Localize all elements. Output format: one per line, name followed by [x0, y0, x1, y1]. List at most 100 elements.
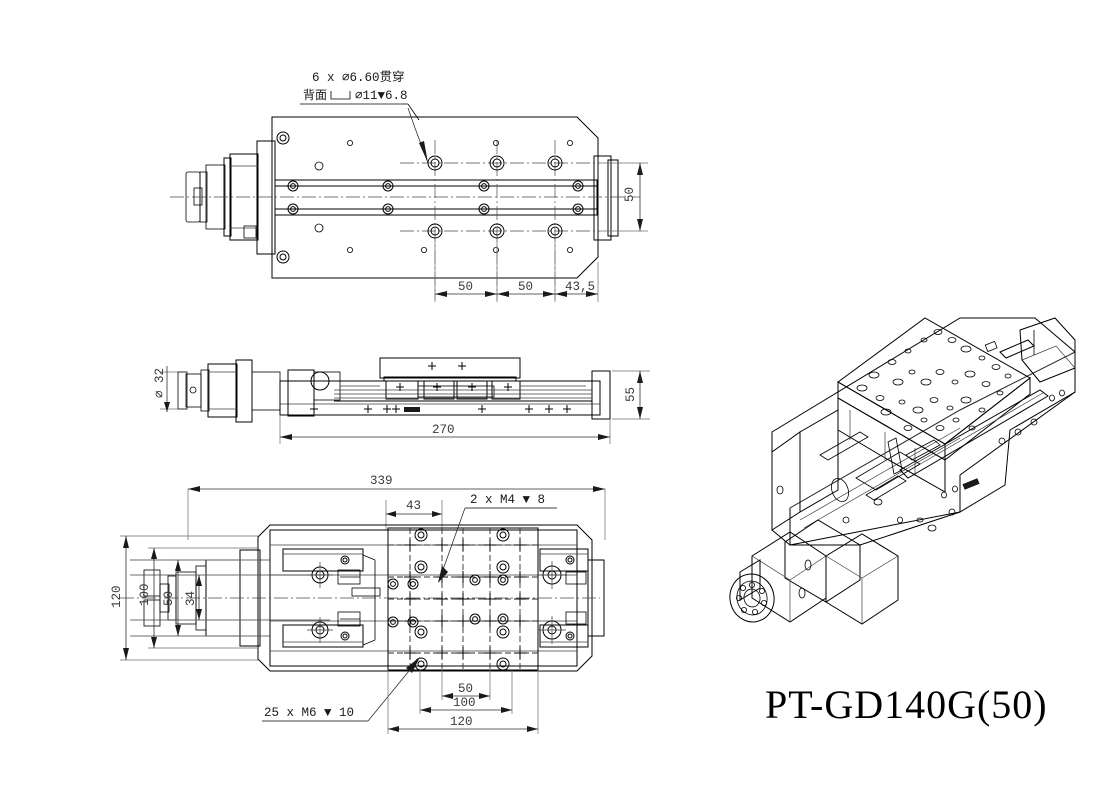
bottom-view-bracket-b: [143, 599, 161, 627]
front-view-adapter: [251, 371, 281, 411]
bot-dim-120-left: 120: [110, 585, 124, 608]
h100-arrow-r: [501, 707, 512, 713]
note-hole-thru-line2: ⌀11▼6.8: [355, 89, 408, 103]
note-m4-arrowhead: [438, 566, 448, 583]
bot-dim-50-left: 50: [162, 591, 176, 606]
v120-arrow-t: [123, 536, 129, 548]
bottom-view-counterbores: [387, 528, 510, 671]
top-view-right-cap: [607, 159, 619, 237]
bot-dim-50-bottom: 50: [458, 682, 473, 696]
arrow-50b-r: [543, 291, 555, 297]
v120-arrow-b: [123, 648, 129, 660]
iso-linear-rail: [899, 389, 1049, 479]
note-hole-thru-line1: 6 x ⌀6.60贯穿: [312, 69, 405, 85]
front-view-carriage-plate: [379, 357, 521, 379]
bottom-view-slot-left-bottom: [282, 624, 364, 648]
front-view-motor-can: [185, 373, 202, 408]
top-view-vertical-dim-50: 50: [598, 162, 648, 232]
d270-arrow-r: [598, 434, 610, 440]
front-dim-55-group: 55: [612, 370, 650, 420]
d339-arrow-l: [188, 486, 200, 492]
v50-arrow-t: [175, 560, 181, 571]
bottom-view-vertical-dims: 120 100 50 34: [110, 535, 258, 661]
v50-arrow-b: [175, 625, 181, 636]
d55-arrow-t: [637, 371, 643, 383]
arrow-50b-l: [497, 291, 509, 297]
bottom-view-slot-bolts: [340, 555, 575, 641]
d339-arrow-r: [593, 486, 605, 492]
iso-motor-cap: [739, 559, 761, 601]
note-m6: 25 x M6 ▼ 10: [264, 706, 354, 720]
note-m4-leader: [439, 507, 466, 579]
top-view-shaft: [193, 187, 203, 206]
top-view-carriage-rail: [274, 179, 598, 216]
iso-inner-mechanism: [819, 431, 941, 503]
note-m6-arrowhead: [406, 657, 420, 673]
bot-dim-43: 43: [406, 499, 421, 513]
top-view-small-holes: [314, 139, 574, 253]
bottom-view-base-plate: [257, 524, 593, 672]
bottom-view-m6-holes: [404, 539, 526, 659]
bot-dim-100-left: 100: [138, 583, 152, 606]
front-view-shaft-end: [189, 386, 197, 394]
bot-dim-339: 339: [370, 474, 393, 488]
iso-bearing-balls: [736, 582, 768, 616]
iso-housing-holes: [776, 418, 1038, 599]
dia32-arrow: [164, 402, 170, 412]
iso-motor-bracket: [799, 409, 839, 513]
iso-base-rail-line2: [803, 437, 961, 529]
front-dim-270: 270: [432, 423, 455, 437]
iso-base-rail-line: [799, 427, 961, 521]
front-view-right-block: [591, 370, 611, 420]
front-view-motor-body: [207, 363, 238, 418]
bot-dim-120-bottom: 120: [450, 715, 473, 729]
iso-base-rail-top: [789, 351, 1076, 509]
bot-dim-100-bottom: 100: [453, 696, 476, 710]
v34-arrow-t: [196, 575, 202, 586]
iso-rail-stripe: [902, 392, 1044, 475]
bottom-view-bracket-a: [143, 569, 161, 597]
note-hole-thru-line2-prefix: 背面: [303, 88, 327, 102]
iso-base-body: [771, 317, 1076, 546]
page-title: PT-GD140G(50): [765, 682, 1048, 727]
iso-top-plate-side: [944, 376, 1031, 462]
front-view-label-plate: [404, 407, 420, 412]
arrow-50a-l: [435, 291, 447, 297]
arrow-v50-top: [637, 163, 643, 175]
iso-right-bracket-edge: [1021, 345, 1076, 369]
top-dim-43-5: 43,5: [565, 280, 595, 294]
counterbore-symbol: [330, 91, 351, 100]
front-dim-270-group: 270: [279, 416, 611, 444]
bot-dim-34-left: 34: [184, 591, 198, 606]
iso-top-plate-holes: [856, 329, 1012, 431]
top-view-thru-holes: [427, 155, 563, 239]
top-view-horizontal-dim-chain: 50 50 43,5: [434, 240, 599, 302]
top-dim-50-b: 50: [518, 280, 533, 294]
bottom-view-slot-left-top: [282, 548, 364, 572]
front-view: ⌀ 32 270 55: [153, 357, 650, 444]
iso-motor-endbell: [729, 573, 775, 623]
top-view-note-arrowhead: [419, 141, 428, 163]
d43-arrow-l: [386, 511, 396, 517]
note-underline-tail: [407, 103, 420, 121]
arrow-43-r: [586, 291, 598, 297]
d55-arrow-b: [637, 407, 643, 419]
bottom-view-horizontal-dims: 50 100 120: [387, 670, 539, 734]
v100-arrow-b: [151, 637, 157, 648]
v100-arrow-t: [151, 548, 157, 559]
front-view-motor-cap: [177, 371, 188, 410]
bottom-view: 339 43: [110, 474, 606, 734]
isometric-view: [729, 317, 1076, 625]
top-dim-50-a: 50: [458, 280, 473, 294]
bot-dim-43-group: 43: [385, 499, 443, 530]
d270-arrow-l: [280, 434, 292, 440]
front-dim-dia32-group: ⌀ 32: [153, 366, 178, 412]
note-m4: 2 x M4 ▼ 8: [470, 493, 545, 507]
top-dim-50-v: 50: [623, 187, 637, 202]
front-view-mid-plate: [417, 385, 495, 398]
bot-dim-339-group: 339: [187, 474, 606, 540]
iso-bearing-inner: [743, 588, 761, 608]
top-view-right-flange: [593, 155, 612, 241]
h100-arrow-l: [420, 707, 431, 713]
